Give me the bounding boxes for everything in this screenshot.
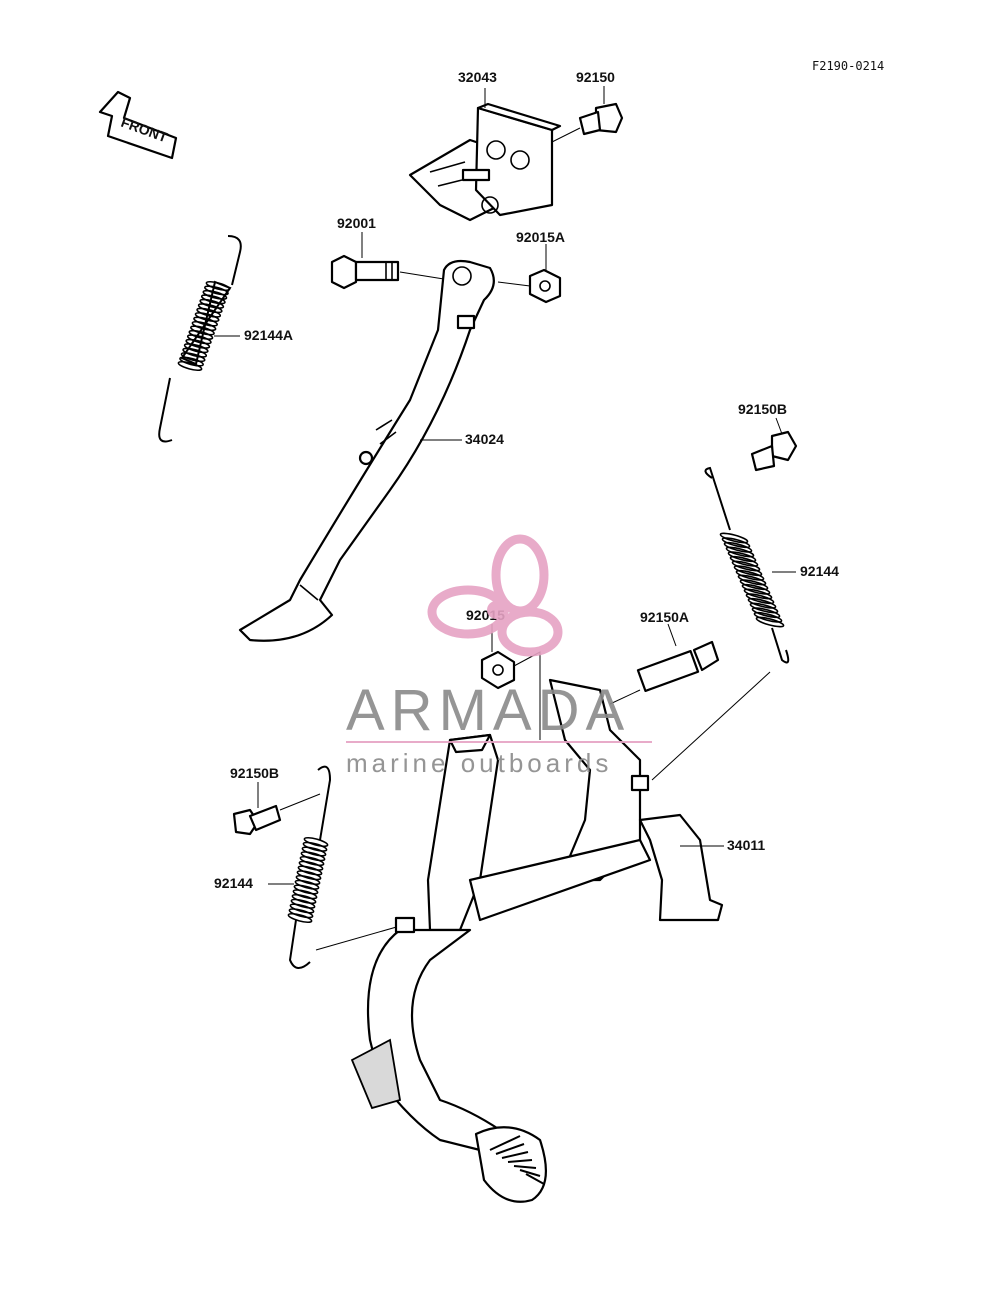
spring-coil bbox=[301, 846, 327, 857]
spring-coil bbox=[721, 537, 751, 549]
spring-coil bbox=[204, 285, 229, 296]
spring-coil bbox=[190, 325, 215, 336]
watermark-brand: ARMADA bbox=[346, 678, 630, 743]
pedal-rib bbox=[519, 1169, 541, 1177]
side-stand-34024 bbox=[238, 259, 495, 642]
watermark: ARMADA marine outboards bbox=[346, 534, 652, 778]
pedal-rib bbox=[507, 1159, 533, 1163]
spring-coil bbox=[747, 597, 777, 609]
spring-coil bbox=[300, 851, 326, 862]
spring-coil bbox=[735, 569, 765, 581]
spring-coil bbox=[179, 356, 204, 367]
label-92150B-left: 92150B bbox=[230, 765, 279, 781]
label-92144-right: 92144 bbox=[800, 563, 839, 579]
spring-coil bbox=[182, 347, 208, 358]
pedal-rib bbox=[495, 1143, 525, 1155]
spring-coil bbox=[202, 289, 228, 300]
spring-coil bbox=[194, 312, 220, 323]
spring-coil bbox=[749, 602, 779, 614]
label-32043: 32043 bbox=[458, 69, 497, 85]
label-92150: 92150 bbox=[576, 69, 615, 85]
pedal-rib bbox=[501, 1151, 529, 1159]
spring-coil bbox=[205, 280, 231, 292]
spring-coil bbox=[177, 360, 203, 372]
spring-coil bbox=[729, 555, 759, 567]
nut-92015A bbox=[528, 268, 562, 304]
diagram-code: F2190-0214 bbox=[812, 59, 884, 73]
spring-coil bbox=[288, 908, 314, 919]
label-34024: 34024 bbox=[465, 431, 504, 447]
bolt-92150 bbox=[578, 102, 624, 136]
pedal-rib bbox=[489, 1135, 521, 1151]
spring-coil bbox=[183, 343, 209, 354]
spring-coil bbox=[186, 334, 212, 345]
spring-coil bbox=[303, 836, 329, 848]
spring-coil bbox=[291, 893, 317, 905]
label-92144A: 92144A bbox=[244, 327, 293, 343]
spring-92144A bbox=[158, 235, 242, 443]
spring-coil bbox=[287, 912, 313, 924]
bracket-32043 bbox=[408, 102, 562, 222]
bolt-92001 bbox=[330, 254, 400, 290]
pedal-rib bbox=[513, 1165, 537, 1169]
spring-coil bbox=[294, 879, 320, 890]
spring-92144-left bbox=[287, 765, 332, 969]
spring-coil bbox=[196, 307, 222, 318]
spring-coil bbox=[290, 898, 316, 909]
spring-coil bbox=[723, 541, 753, 553]
spring-coil bbox=[298, 860, 324, 871]
propeller-logo-icon bbox=[427, 534, 563, 657]
spring-coil bbox=[725, 546, 755, 558]
spring-coil bbox=[719, 532, 749, 544]
spring-coil bbox=[295, 874, 321, 886]
spring-coil bbox=[731, 560, 761, 572]
propeller-hub bbox=[487, 601, 505, 619]
spring-coil bbox=[741, 583, 771, 595]
spring-coil bbox=[733, 565, 763, 577]
spring-coil bbox=[293, 884, 319, 895]
pedal-rib bbox=[525, 1173, 545, 1185]
label-92144-left: 92144 bbox=[214, 875, 253, 891]
spring-coil bbox=[299, 855, 325, 867]
spring-coil bbox=[727, 551, 757, 563]
bolt-92150B-left bbox=[232, 804, 282, 836]
spring-coil bbox=[745, 593, 775, 605]
label-34011: 34011 bbox=[727, 837, 765, 853]
spring-coil bbox=[180, 352, 206, 363]
front-arrow-icon: FRONT bbox=[98, 90, 178, 160]
spring-coil bbox=[739, 579, 769, 591]
spring-coil bbox=[191, 320, 217, 332]
spring-coil bbox=[753, 611, 783, 623]
spring-coil bbox=[737, 574, 767, 586]
spring-coil bbox=[755, 616, 785, 628]
nut-92015 bbox=[480, 650, 516, 690]
spring-coil bbox=[302, 841, 328, 852]
label-92150B-top: 92150B bbox=[738, 401, 787, 417]
label-92015A: 92015A bbox=[516, 229, 565, 245]
bolt-92150A bbox=[636, 640, 720, 693]
spring-coil bbox=[197, 303, 223, 314]
spring-coil bbox=[289, 903, 315, 914]
spring-coil bbox=[296, 870, 322, 881]
spring-coil bbox=[297, 865, 323, 876]
spring-coil bbox=[743, 588, 773, 600]
bolt-92150B-top bbox=[750, 430, 798, 472]
spring-coil bbox=[188, 329, 214, 340]
spring-92144-right bbox=[704, 466, 790, 664]
spring-coil bbox=[199, 298, 225, 309]
propeller-blade-right bbox=[497, 607, 563, 657]
spring-coil bbox=[193, 316, 218, 327]
spring-coil bbox=[200, 294, 226, 305]
watermark-tagline: marine outboards bbox=[346, 748, 612, 778]
spring-coil bbox=[292, 889, 318, 900]
spring-coil bbox=[751, 607, 781, 619]
spring-coil bbox=[185, 338, 211, 349]
main-stand-34011 bbox=[350, 678, 724, 1203]
label-92150A: 92150A bbox=[640, 609, 689, 625]
label-92001: 92001 bbox=[337, 215, 376, 231]
